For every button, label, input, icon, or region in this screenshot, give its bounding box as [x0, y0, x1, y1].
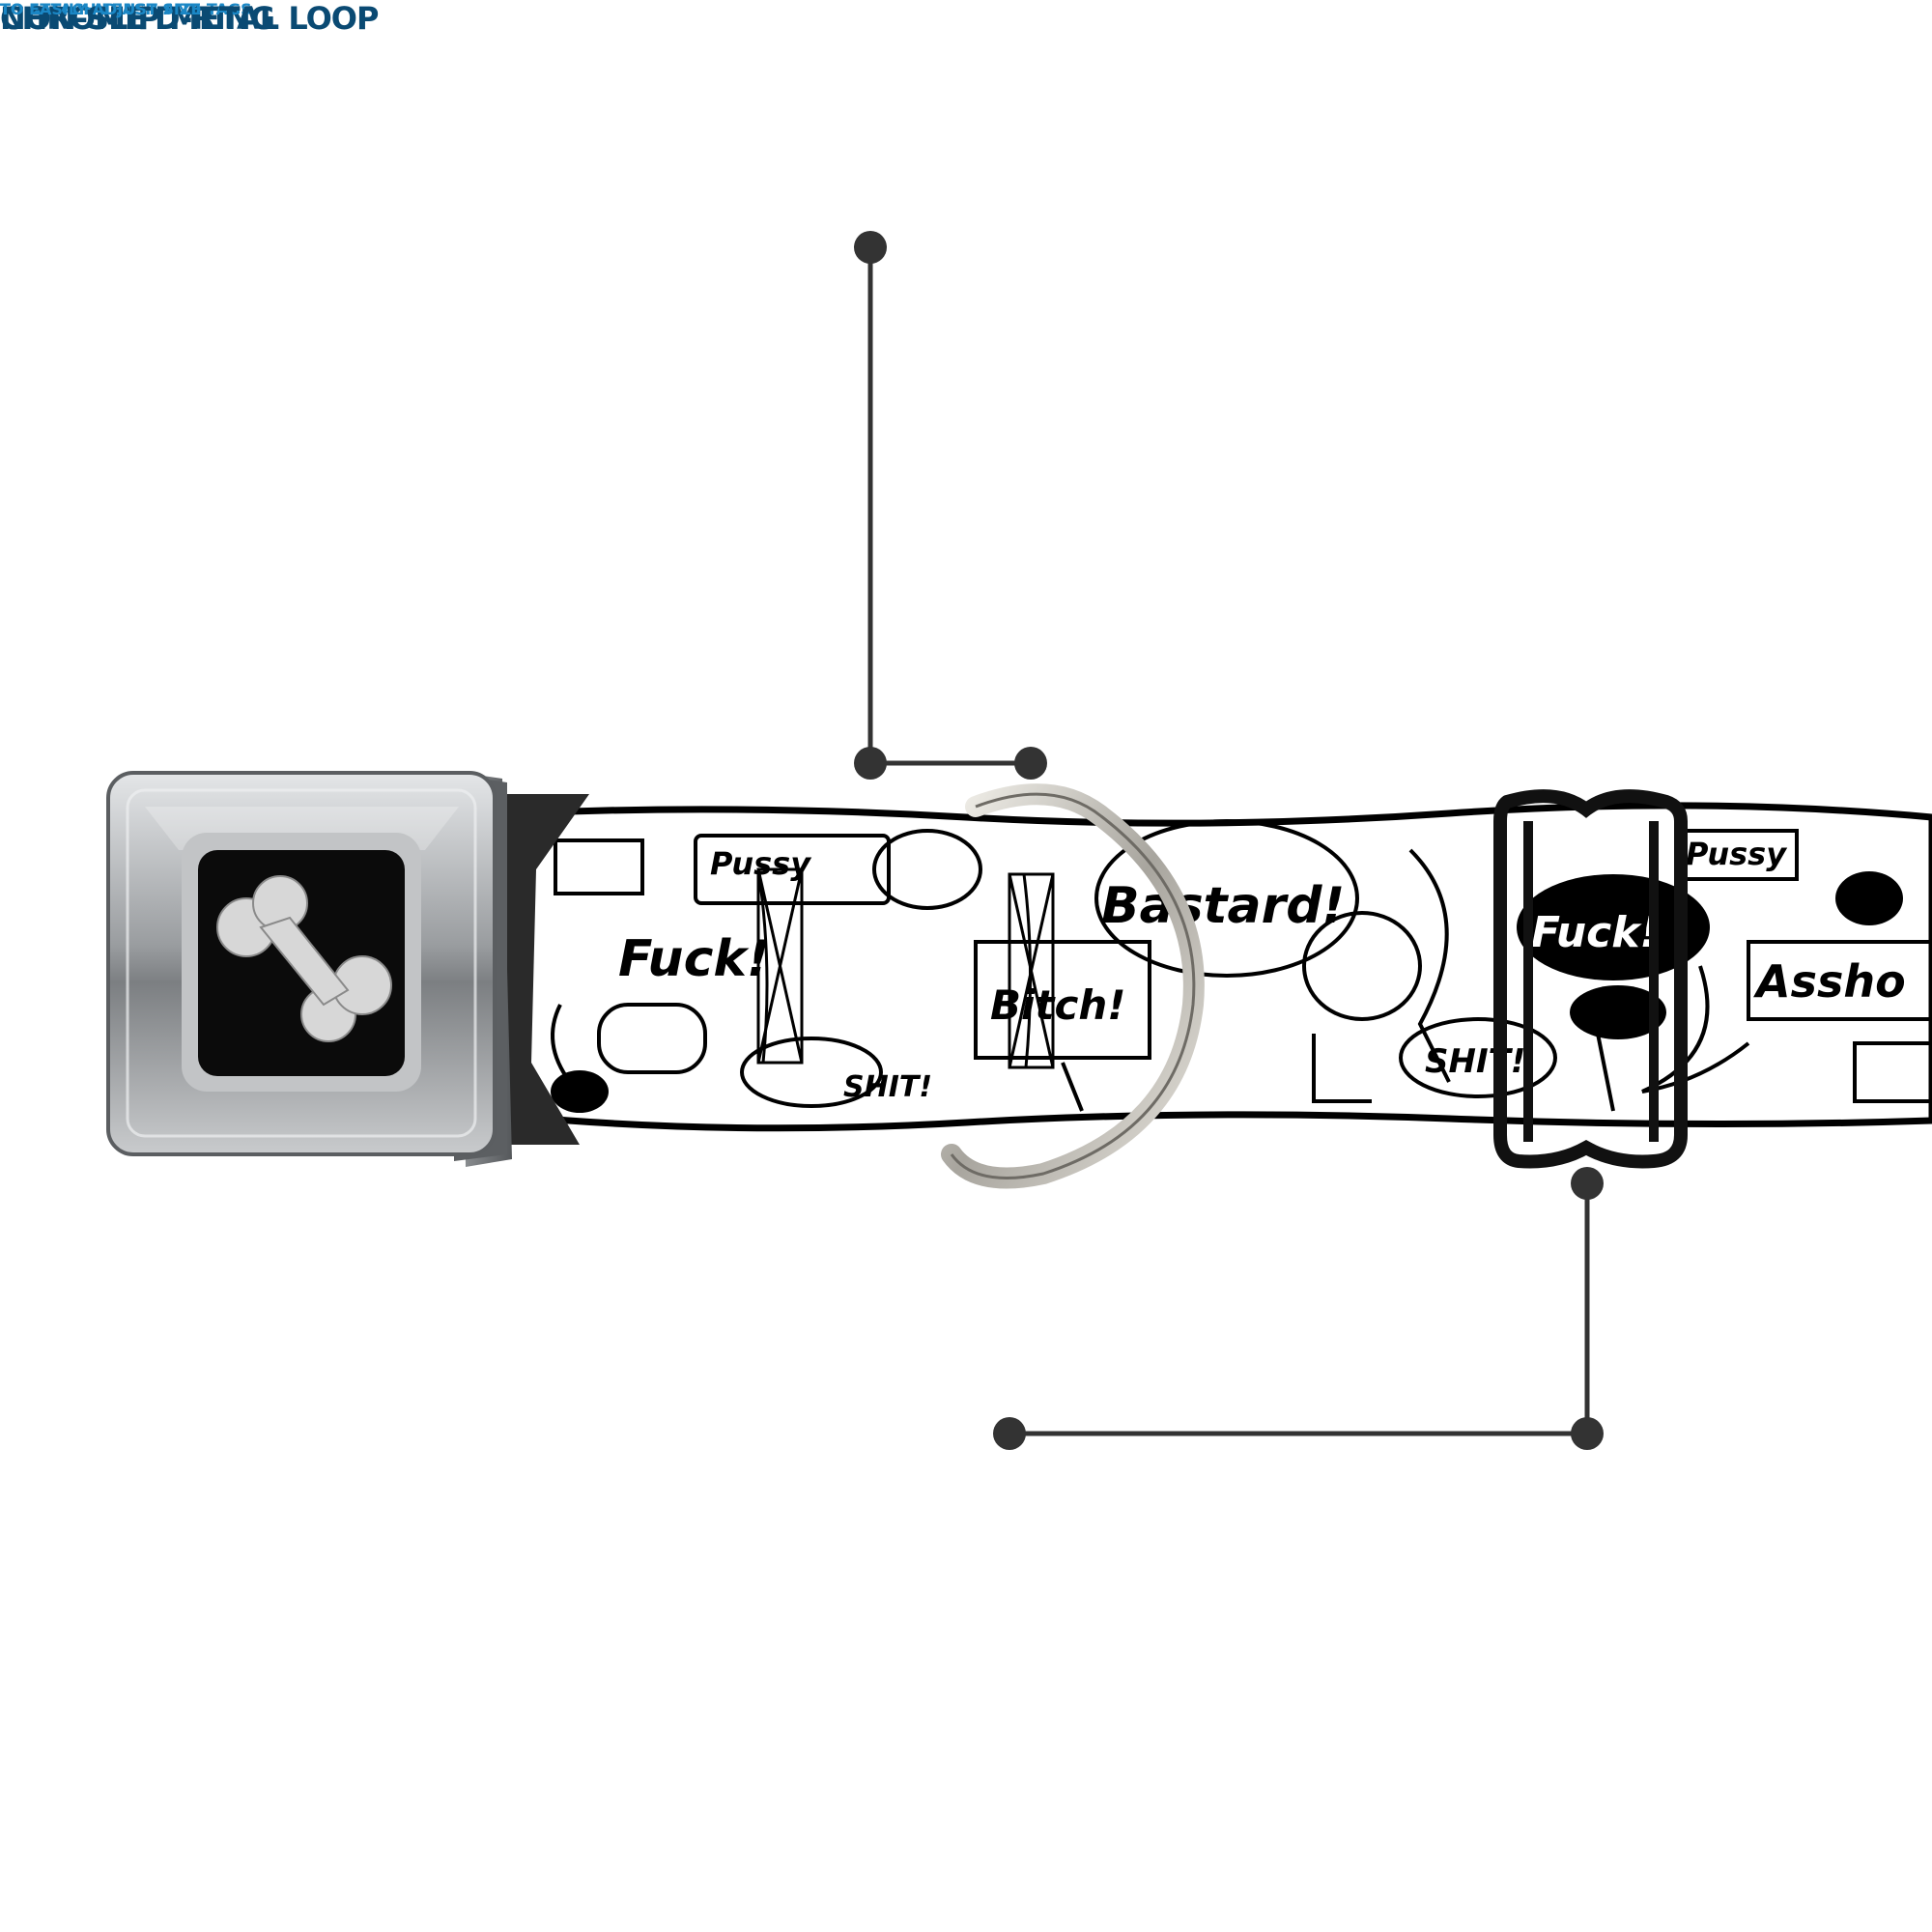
- pattern-word: Pussy: [1686, 836, 1787, 872]
- connector-dot: [1571, 1167, 1604, 1200]
- dring-connector: [867, 247, 1031, 766]
- chrome-d-ring: [941, 783, 1205, 1189]
- pattern-word: Fuck!: [618, 930, 770, 988]
- dring-subtitle: TO ATTACH LEASH AND TAGS: [0, 0, 252, 18]
- loop-subtitle: TO EASILY ADJUST SIZE: [0, 0, 202, 18]
- seatbelt-buckle: [106, 771, 512, 1167]
- connector-dot: [854, 231, 887, 264]
- pattern-word: Bastard!: [1101, 877, 1345, 935]
- pattern-word: Assho: [1753, 955, 1906, 1008]
- pattern-word: SHIT!: [1425, 1042, 1525, 1081]
- dring-title: CHROME D-RING: [0, 0, 275, 37]
- buckle-webbing-end: [483, 794, 589, 1145]
- connector-dot: [1571, 1417, 1604, 1450]
- loop-title: NON-SLIP METAL LOOP: [0, 0, 379, 37]
- loop-connector: [1009, 1183, 1590, 1436]
- bone-icon: [216, 875, 392, 1042]
- collar-strap: Pussy Fuck! Bastard! Bitch! SHIT! Fuck! …: [518, 802, 1932, 1132]
- pattern-word: Fuck!: [1531, 908, 1660, 957]
- non-slip-metal-loop: [1493, 789, 1688, 1169]
- pattern-word: SHIT!: [843, 1070, 932, 1104]
- connector-dot: [993, 1417, 1026, 1450]
- connector-dot: [1014, 747, 1047, 780]
- pattern-word: Bitch!: [990, 981, 1125, 1029]
- speech-bubble-pattern: Pussy Fuck! Bastard! Bitch! SHIT! Fuck! …: [551, 819, 1932, 1113]
- connector-dot: [854, 747, 887, 780]
- stitching: [756, 867, 1055, 1069]
